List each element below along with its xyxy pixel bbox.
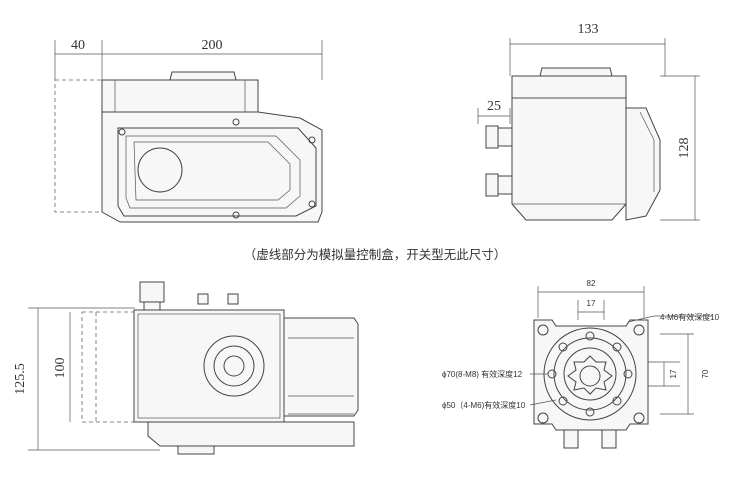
bottom-window (203, 335, 265, 397)
flange-dim-outer: 82 (587, 279, 596, 288)
side-dim-width: 133 (578, 22, 599, 37)
flange-callout-m6-right: 4-M6有效深度10 (660, 312, 720, 322)
side-view: 133 128 25 (477, 22, 700, 221)
flange-callout-pcd70: ϕ70(8-M8) 有效深度12 (442, 369, 523, 379)
front-view: 40 200 (54, 38, 323, 223)
side-dim-offset: 25 (487, 99, 501, 114)
front-dim-top: 200 (202, 38, 223, 53)
bottom-dim-outer: 125.5 (13, 363, 28, 395)
flange-star-bore (567, 355, 613, 395)
bottom-view: 125.5 100 (13, 281, 359, 455)
cable-gland-lower (485, 173, 513, 197)
side-dim-height: 128 (677, 138, 692, 159)
bottom-dim-inner: 100 (53, 358, 68, 379)
flange-dim-vertical-small: 17 (669, 369, 678, 378)
flange-callout-pcd50: ϕ50（4-M6)有效深度10 (442, 400, 526, 410)
front-hidden-box (54, 79, 103, 213)
dashed-line-note: （虚线部分为模拟量控制盒，开关型无此尺寸） (244, 247, 507, 262)
cable-gland-upper (485, 125, 513, 149)
front-window (137, 147, 183, 193)
flange-dim-vertical: 70 (701, 369, 710, 378)
front-dim-left: 40 (71, 38, 85, 53)
flange-dim-inner: 17 (587, 299, 596, 308)
flange-view: 82 17 70 17 (442, 279, 720, 449)
